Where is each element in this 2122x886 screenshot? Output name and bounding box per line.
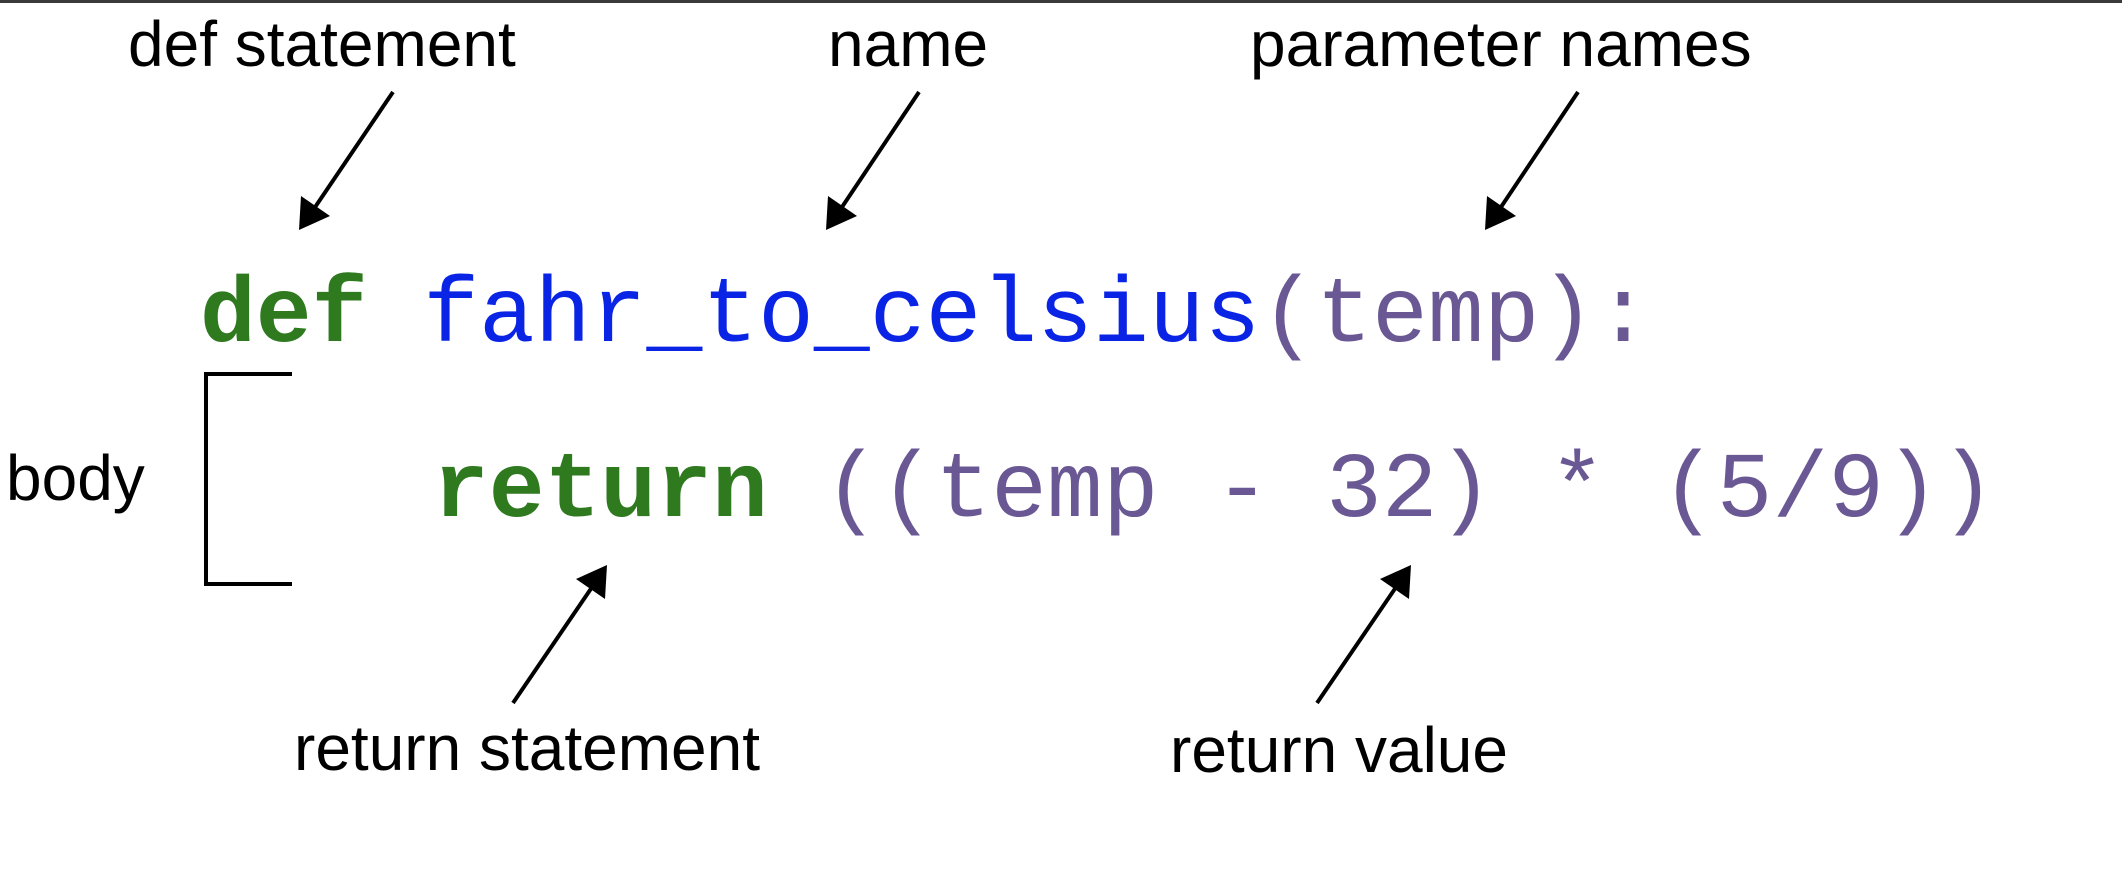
arrow-icon xyxy=(1489,90,1580,224)
arrow-icon xyxy=(1380,565,1411,599)
code-line-return: return ((temp - 32) * (5/9)) xyxy=(433,445,1996,538)
label-parameter-names: parameter names xyxy=(1250,8,1752,80)
arrow-icon xyxy=(1485,196,1516,230)
label-return-statement: return statement xyxy=(294,712,760,784)
function-name: fahr_to_celsius xyxy=(423,264,1261,369)
arrow-icon xyxy=(576,565,607,599)
arrow-icon xyxy=(830,90,921,224)
return-expression: ((temp - 32) * (5/9)) xyxy=(823,439,1996,544)
parameter-name: temp xyxy=(1316,264,1540,369)
body-bracket xyxy=(204,372,292,586)
open-paren: ( xyxy=(1260,264,1317,369)
close-paren-colon: ): xyxy=(1539,264,1652,369)
arrow-icon xyxy=(1315,572,1407,705)
label-name: name xyxy=(828,8,989,80)
label-def-statement: def statement xyxy=(128,8,516,80)
return-keyword: return xyxy=(433,439,768,544)
arrow-icon xyxy=(299,196,330,230)
label-return-value: return value xyxy=(1170,714,1508,786)
code-line-def: def fahr_to_celsius(temp): xyxy=(200,270,1651,363)
top-border xyxy=(0,0,2122,3)
label-body: body xyxy=(6,442,145,514)
def-keyword: def xyxy=(200,264,368,369)
arrow-icon xyxy=(511,572,603,705)
arrow-icon xyxy=(303,90,395,224)
arrow-icon xyxy=(826,196,857,230)
